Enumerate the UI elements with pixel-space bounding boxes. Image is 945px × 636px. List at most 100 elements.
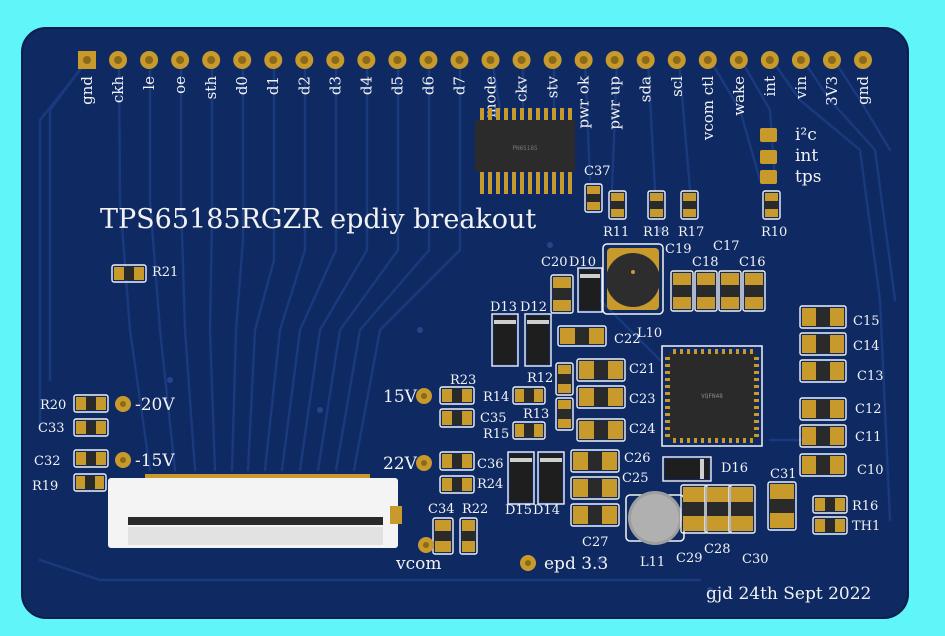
smd-part (512, 386, 546, 405)
header-pin-label: d5 (388, 76, 406, 95)
header-pin: oe (171, 51, 190, 94)
smd-part (767, 481, 797, 531)
test-point-label: epd 3.3 (544, 554, 608, 574)
test-point-label: vcom (395, 554, 441, 574)
header-pin-label: vcom ctl (699, 76, 717, 141)
ref-label: R21 (152, 265, 178, 280)
header-pin-label: sth (202, 76, 220, 100)
inductor-l10 (602, 243, 664, 315)
ref-label: C31 (770, 467, 797, 482)
ref-label: C26 (624, 451, 651, 466)
test-point: vcom (395, 537, 441, 574)
header-pin: le (140, 51, 159, 90)
smd-part (704, 484, 732, 534)
header-pin: d0 (233, 51, 252, 95)
board-credit: gjd 24th Sept 2022 (706, 584, 871, 604)
test-point: 15V (383, 387, 432, 407)
svg-text:PN65185: PN65185 (512, 145, 538, 152)
header-pin: d6 (419, 51, 438, 95)
inductor-l11 (625, 491, 685, 545)
ref-label: C37 (584, 164, 611, 179)
smd-part (555, 362, 574, 396)
ref-label: D10 (569, 255, 596, 270)
header-pin-label: d2 (295, 76, 313, 95)
header-pin-label: ckh (109, 76, 127, 103)
ref-label: R14 (483, 390, 509, 405)
ref-label: C24 (629, 422, 656, 437)
header-pin-label: le (140, 76, 158, 90)
header-pin: d1 (264, 51, 283, 95)
ref-label: C12 (855, 402, 882, 417)
smd-part (570, 476, 620, 500)
smd-part (576, 418, 626, 442)
header-pin-label: gnd (78, 76, 96, 105)
header-pin-label: d3 (326, 76, 344, 95)
board-title: TPS65185RGZR epdiy breakout (100, 204, 536, 235)
smd-part (555, 397, 574, 431)
ref-label: C20 (541, 255, 568, 270)
ref-label: L11 (640, 555, 665, 570)
header-pin: scl (667, 51, 686, 97)
header-pin: gnd (854, 51, 872, 105)
header-pin-label: d6 (419, 76, 437, 95)
ref-label: C14 (853, 339, 880, 354)
ref-label: R24 (477, 477, 503, 492)
ref-label: C22 (614, 332, 641, 347)
diode (577, 267, 603, 313)
smd-part (762, 190, 781, 220)
smd-part (550, 274, 574, 314)
ref-label: C34 (428, 502, 455, 517)
header-pin: ckh (109, 51, 128, 103)
header-pin: d3 (326, 51, 345, 95)
header-pin: pwr ok (574, 51, 593, 129)
smd-part (439, 451, 475, 471)
header-pin: stv (543, 51, 562, 98)
ref-label: R16 (852, 499, 878, 514)
header-pin: gnd (78, 51, 96, 105)
header-pin-label: int (761, 76, 779, 97)
ref-label: C11 (855, 430, 882, 445)
header-pin-label: d1 (264, 76, 282, 95)
smd-part (73, 473, 107, 492)
ref-label: C10 (857, 463, 884, 478)
header-pin: vin (791, 51, 810, 100)
ref-label: C23 (629, 392, 656, 407)
test-point-label: 15V (383, 387, 418, 407)
smd-part (576, 385, 626, 409)
ref-label: C17 (713, 239, 740, 254)
header-pin: sth (202, 51, 221, 100)
diode (491, 313, 519, 367)
smd-part (728, 484, 756, 534)
ref-label: R18 (643, 225, 669, 240)
smd-part (670, 270, 694, 312)
test-point: 22V (383, 454, 432, 474)
smd-part (576, 358, 626, 382)
smd-part (812, 495, 848, 514)
header-pin: 3V3 (822, 51, 841, 106)
smd-part (608, 190, 627, 220)
ref-label: R15 (483, 427, 509, 442)
smd-part (680, 484, 708, 534)
header-pin-label: sda (637, 76, 655, 102)
header-pin-label: wake (730, 76, 748, 116)
smd-part (799, 332, 847, 356)
driver-ic: PN65185 (475, 108, 575, 194)
header-pin: vcom ctl (698, 51, 717, 141)
smd-part (111, 264, 147, 283)
header-pin: pwr up (605, 51, 624, 130)
ref-label: R12 (527, 371, 553, 386)
ref-label: D14 (533, 503, 560, 518)
smd-part (570, 503, 620, 527)
ref-label: C35 (480, 411, 507, 426)
ref-label: C30 (742, 552, 769, 567)
ref-label: C21 (629, 362, 656, 377)
smd-part (694, 270, 718, 312)
header-pin-label: d0 (233, 76, 251, 95)
header-pin: d7 (450, 51, 469, 95)
header-pin-label: pwr ok (575, 75, 593, 128)
ref-label: C16 (739, 255, 766, 270)
smd-part (799, 305, 847, 329)
header-pin: mode (481, 51, 500, 118)
